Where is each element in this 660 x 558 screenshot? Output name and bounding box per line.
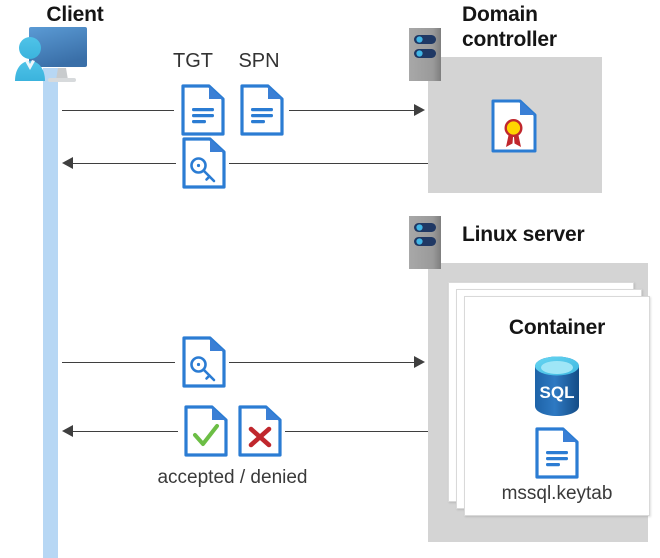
arrow-line-tgt-spn-right: [289, 110, 414, 111]
domain-controller-title-line1: Domain: [462, 3, 538, 26]
tgt-document-icon: [181, 84, 225, 136]
accepted-check-document-icon: [184, 405, 228, 457]
container-title: Container: [508, 316, 606, 339]
tgt-label: TGT: [173, 50, 213, 72]
auth-result-caption: accepted / denied: [157, 467, 308, 488]
arrowhead-ticket-present: [414, 356, 425, 368]
client-title: Client: [46, 3, 104, 26]
client-computer-user-icon: [8, 24, 112, 84]
service-ticket-key-document-icon: [182, 137, 226, 189]
certificate-document-icon: [491, 99, 537, 153]
arrow-line-ticket-present-left: [62, 362, 175, 363]
denied-cross-document-icon: [238, 405, 282, 457]
arrowhead-auth-result: [62, 425, 73, 437]
svg-text:SQL: SQL: [540, 383, 575, 402]
arrowhead-service-ticket-response: [62, 157, 73, 169]
arrow-line-ticket-present-right: [229, 362, 414, 363]
domain-controller-title-line2: controller: [462, 28, 557, 51]
keytab-document-icon: [535, 427, 579, 479]
arrow-line-auth-result-left: [73, 431, 178, 432]
domain-controller-server-rack-icon: [409, 28, 441, 81]
arrow-line-auth-result-right: [285, 431, 429, 432]
linux-server-rack-icon: [409, 216, 441, 269]
arrowhead-tgt-spn: [414, 104, 425, 116]
spn-label: SPN: [238, 50, 280, 72]
arrow-line-tgt-spn-left: [62, 110, 174, 111]
arrow-line-ticket-response-right: [229, 163, 429, 164]
service-ticket-key-document-icon-2: [182, 336, 226, 388]
container-card-front[interactable]: Container SQL: [464, 296, 650, 516]
spn-document-icon: [240, 84, 284, 136]
arrow-line-ticket-response-left: [73, 163, 176, 164]
sql-database-icon: SQL: [526, 353, 588, 419]
linux-server-title: Linux server: [462, 223, 585, 246]
keytab-label: mssql.keytab: [501, 483, 613, 504]
domain-controller-title: Domain controller: [462, 2, 652, 52]
client-lifeline: [43, 68, 58, 558]
